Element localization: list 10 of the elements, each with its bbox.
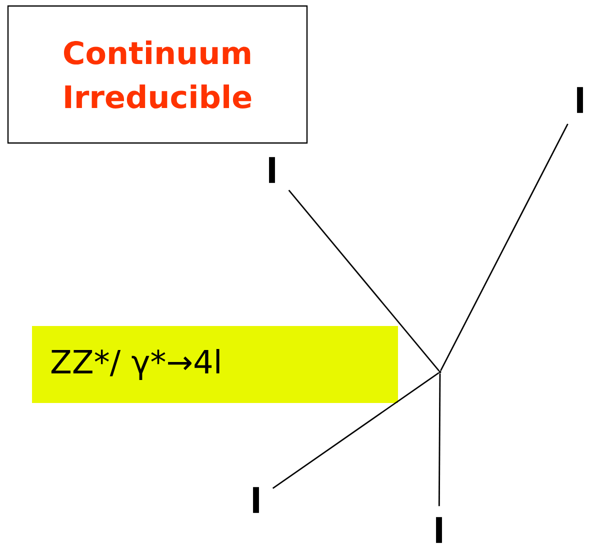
lepton-label: l — [577, 87, 583, 113]
title-box: Continuum Irreducible — [7, 5, 308, 144]
line — [440, 124, 568, 372]
line — [272, 372, 440, 489]
line — [438, 373, 441, 506]
lepton-label: l — [253, 487, 259, 513]
lepton-label: l — [269, 157, 275, 183]
line — [288, 190, 440, 372]
lepton-label: l — [436, 517, 442, 543]
process-band: ZZ*/ γ*→4l — [32, 326, 398, 403]
